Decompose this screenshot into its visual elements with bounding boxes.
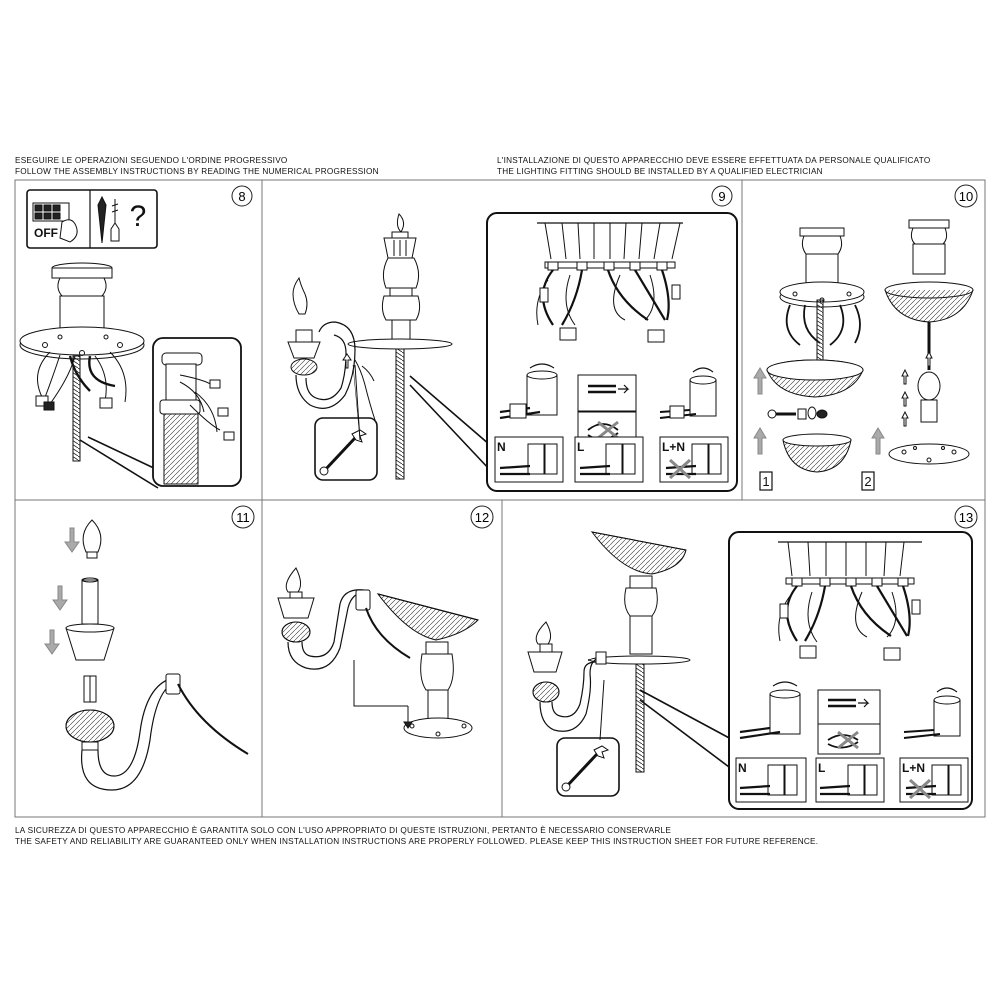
- footer-italian: LA SICUREZZA DI QUESTO APPARECCHIO È GAR…: [15, 826, 672, 835]
- canopy-assembly-left: [766, 227, 865, 473]
- power-off-warning: OFF ?: [26, 189, 158, 249]
- terminal-detail-right: [659, 367, 717, 419]
- header-right-italian: L'INSTALLAZIONE DI QUESTO APPARECCHIO DE…: [497, 156, 931, 165]
- panel-step-10: 1 2: [753, 219, 974, 491]
- footer-english: THE SAFETY AND RELIABILITY ARE GUARANTEE…: [15, 837, 819, 846]
- panel-step-8: OFF ?: [19, 189, 242, 489]
- ceiling-canopy-8: [19, 262, 145, 462]
- arrow-down-icon: [44, 527, 80, 655]
- wrench-box-13: [556, 737, 620, 797]
- step-number-11: 11: [236, 510, 250, 525]
- zoom-detail-8: [152, 337, 242, 487]
- panel-step-11: [44, 519, 249, 791]
- panel-step-9: N L L+N: [287, 212, 738, 492]
- arrow-up-icon: [753, 367, 767, 455]
- wiring-n: N: [494, 436, 564, 483]
- wiring-l-n: L+N: [659, 436, 729, 483]
- wiring-n-13: N: [735, 757, 807, 803]
- label-n-13: N: [738, 761, 747, 775]
- canopy-assembly-right: [871, 219, 974, 465]
- step-numbers: 8 9 10 11 12 13: [231, 184, 978, 529]
- wiring-l-n-13: L+N: [899, 757, 969, 803]
- zoom-detail-13: N L L+N: [728, 531, 973, 810]
- label-l: L: [577, 440, 584, 454]
- label-l-13: L: [818, 761, 825, 775]
- off-label: OFF: [34, 226, 58, 240]
- wiring-l: L: [574, 436, 644, 483]
- terminal-detail-left: [499, 363, 558, 420]
- screw-anchor-icon: [97, 195, 120, 244]
- header-left: ESEGUIRE LE OPERAZIONI SEGUENDO L'ORDINE…: [15, 155, 379, 177]
- candle-column-9: [381, 213, 421, 343]
- question-mark-icon: ?: [130, 200, 147, 233]
- label-l-n: L+N: [662, 440, 685, 454]
- wiring-l-13: L: [815, 757, 885, 803]
- power-switch-icon: [32, 202, 78, 243]
- label-n: N: [497, 440, 506, 454]
- wrench-box-9: [314, 417, 378, 481]
- header-right-english: THE LIGHTING FITTING SHOULD BE INSTALLED…: [497, 167, 823, 176]
- step-number-9: 9: [718, 189, 725, 204]
- zoom-detail-9: N L L+N: [486, 212, 738, 492]
- label-l-n-13: L+N: [902, 761, 925, 775]
- panel-step-12: [277, 567, 479, 739]
- header-left-italian: ESEGUIRE LE OPERAZIONI SEGUENDO L'ORDINE…: [15, 156, 288, 165]
- sub-step-1: 1: [762, 474, 769, 489]
- step-number-8: 8: [238, 189, 245, 204]
- header-right: L'INSTALLAZIONE DI QUESTO APPARECCHIO DE…: [497, 155, 931, 177]
- step-number-10: 10: [959, 189, 973, 204]
- step-number-13: 13: [959, 510, 973, 525]
- panel-grid: [14, 179, 986, 818]
- step-number-12: 12: [475, 510, 489, 525]
- header-left-english: FOLLOW THE ASSEMBLY INSTRUCTIONS BY READ…: [15, 167, 379, 176]
- panel-step-13: N L L+N: [527, 531, 973, 810]
- footer: LA SICUREZZA DI QUESTO APPARECCHIO È GAR…: [15, 825, 818, 847]
- sub-step-2: 2: [864, 474, 871, 489]
- candle-arm-9: [287, 276, 376, 421]
